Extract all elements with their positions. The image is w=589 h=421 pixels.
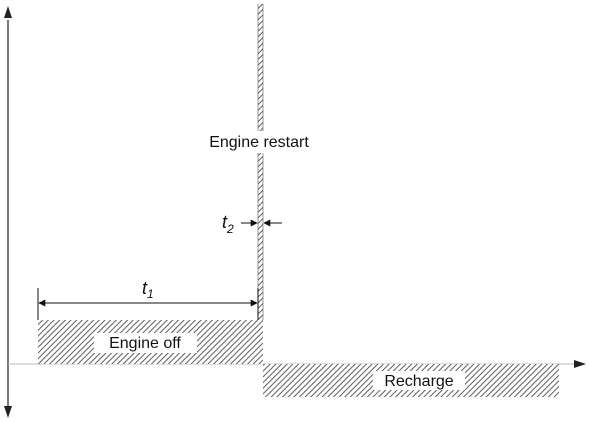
t2-dimension: t2 [222,212,282,236]
engine-restart-spike [258,4,263,320]
recharge-label: Recharge [384,373,453,390]
horizontal-axis-arrow [574,360,586,368]
engine-off-label-box [94,333,197,353]
vertical-axis-arrow-top [4,6,12,18]
t1-label: t1 [142,278,154,301]
t1-dimension: t1 [37,278,259,320]
engine-restart-label: Engine restart [209,134,309,151]
t2-label: t2 [222,212,234,236]
vertical-axis-arrow-bottom [4,406,12,418]
recharge-label-box [373,371,465,390]
engine-off-label: Engine off [109,335,181,352]
engine-restart-label-box [200,131,318,153]
